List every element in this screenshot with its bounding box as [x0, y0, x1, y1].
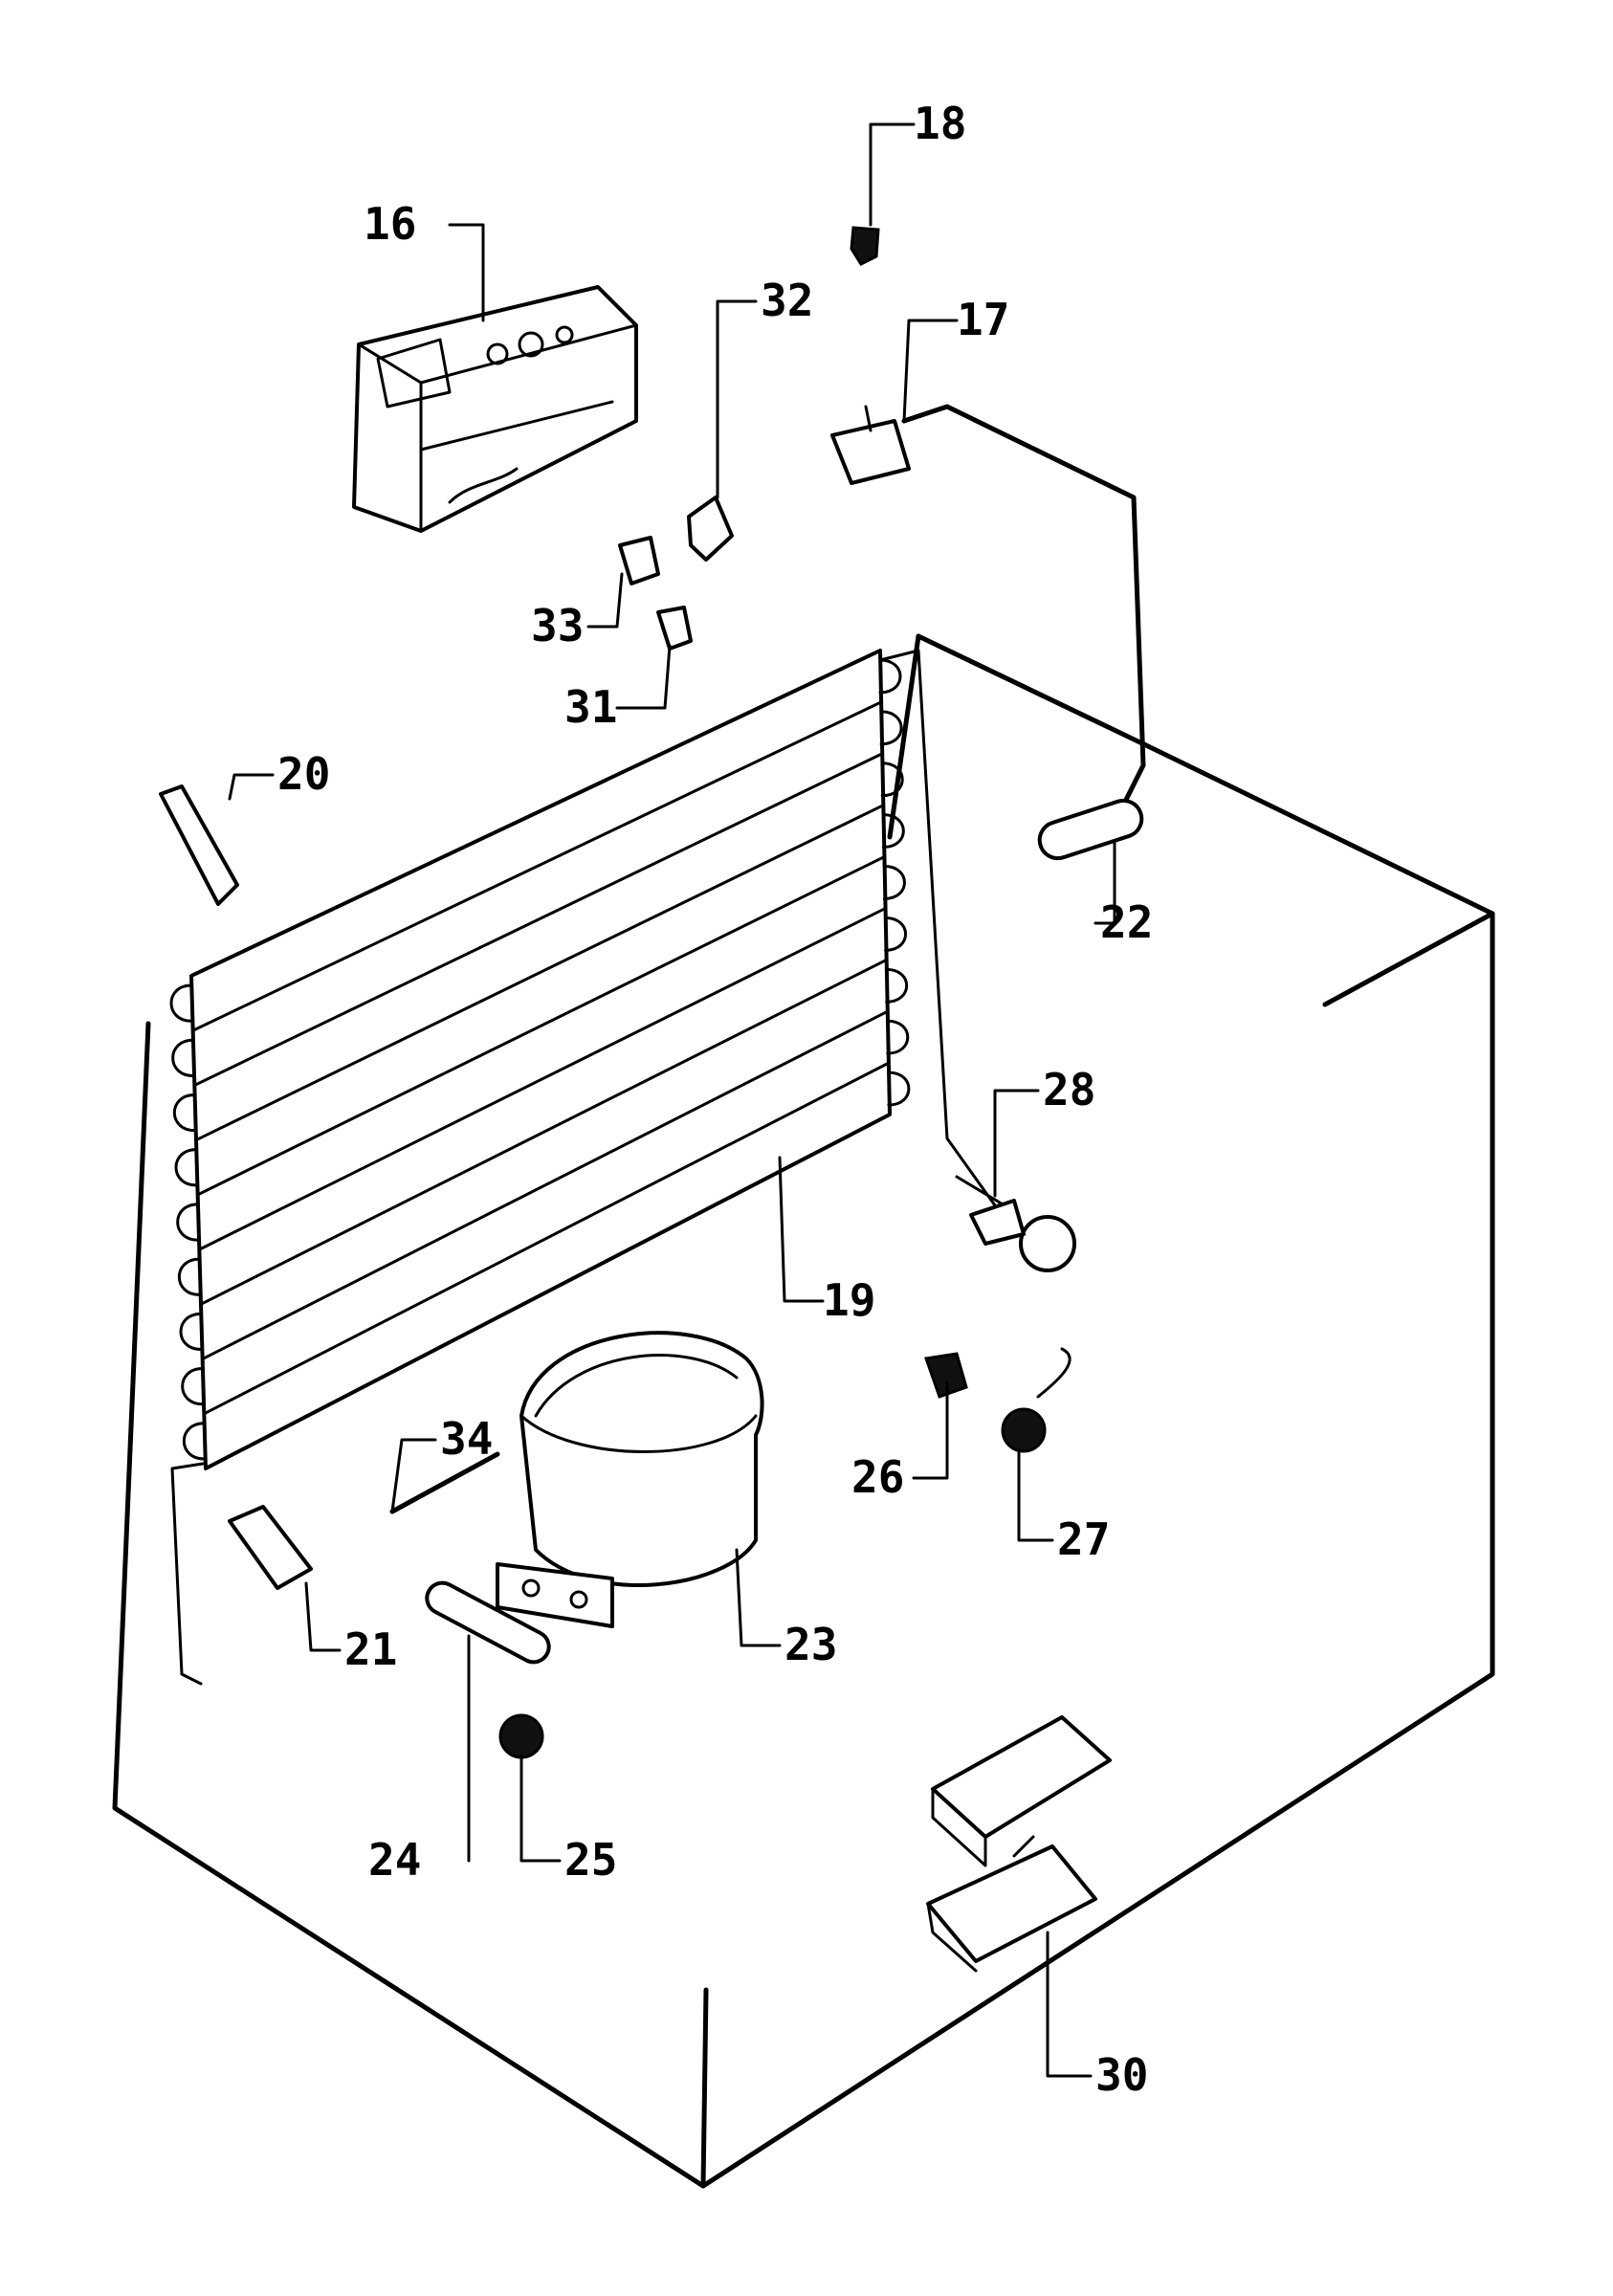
- part-24: [425, 1580, 551, 1665]
- callout-33: 33: [531, 600, 584, 651]
- coil-loop: [879, 710, 903, 746]
- part-33: [618, 536, 660, 585]
- callout-22: 22: [1100, 896, 1153, 948]
- callout-34: 34: [440, 1413, 493, 1465]
- part-28: [955, 1175, 1076, 1272]
- coil-loop: [172, 1093, 196, 1133]
- coil-loop: [887, 1071, 911, 1107]
- callout-24: 24: [368, 1834, 421, 1886]
- callout-28: 28: [1043, 1064, 1095, 1115]
- coil-loop: [878, 658, 902, 695]
- compressor-part: [496, 1331, 764, 1628]
- coil-row: [204, 1113, 892, 1470]
- coil-loop: [882, 865, 906, 900]
- coil-loop: [881, 813, 905, 850]
- coil-loop: [174, 1148, 198, 1187]
- coil-loop: [181, 1367, 205, 1406]
- coil-row: [189, 649, 882, 978]
- coil-loop: [176, 1203, 200, 1242]
- callout-18: 18: [914, 98, 966, 149]
- coil-loop: [886, 1019, 910, 1055]
- part-32: [687, 496, 734, 562]
- coil-loop: [880, 762, 904, 798]
- callout-31: 31: [564, 681, 617, 733]
- coil-loop: [179, 1312, 203, 1352]
- part-20: [159, 784, 239, 906]
- coil-row: [201, 1009, 890, 1361]
- callout-26: 26: [851, 1451, 904, 1503]
- coil-loop: [171, 1038, 195, 1077]
- callout-23: 23: [784, 1619, 837, 1670]
- control-box-part: [352, 285, 638, 533]
- part-34: [389, 1451, 500, 1514]
- callout-25: 25: [564, 1834, 617, 1886]
- callout-27: 27: [1057, 1513, 1110, 1565]
- part-22: [1037, 798, 1144, 861]
- coil-loop: [177, 1257, 201, 1296]
- callout-30: 30: [1095, 2049, 1148, 2101]
- part-25: [498, 1713, 544, 1759]
- callout-21: 21: [344, 1623, 397, 1675]
- part-21: [228, 1505, 313, 1590]
- coil-loop: [169, 983, 193, 1023]
- coil-row: [199, 958, 889, 1306]
- callout-19: 19: [823, 1274, 875, 1326]
- coil-row: [191, 700, 883, 1032]
- coil-loop: [885, 967, 909, 1004]
- cabinet-outline: [112, 633, 1495, 2189]
- capillary-tube: [901, 404, 1146, 806]
- condenser-coil: [169, 649, 997, 1686]
- controller-part: [926, 1715, 1112, 1973]
- coil-loop: [884, 916, 908, 952]
- coil-row: [194, 804, 885, 1142]
- part-26: [923, 1352, 968, 1399]
- coil-loop: [182, 1422, 206, 1461]
- callout-20: 20: [277, 748, 330, 800]
- part-17: [830, 405, 911, 485]
- part-31: [656, 606, 693, 651]
- coil-row: [197, 906, 888, 1251]
- coil-row: [196, 855, 886, 1197]
- part-18: [850, 226, 880, 266]
- part-27: [1001, 1347, 1072, 1453]
- coil-row: [192, 752, 884, 1087]
- callout-32: 32: [761, 275, 813, 326]
- callout-17: 17: [957, 294, 1009, 345]
- callout-16: 16: [364, 198, 416, 250]
- callout-leaders: [228, 122, 1116, 2078]
- coil-row: [202, 1061, 891, 1416]
